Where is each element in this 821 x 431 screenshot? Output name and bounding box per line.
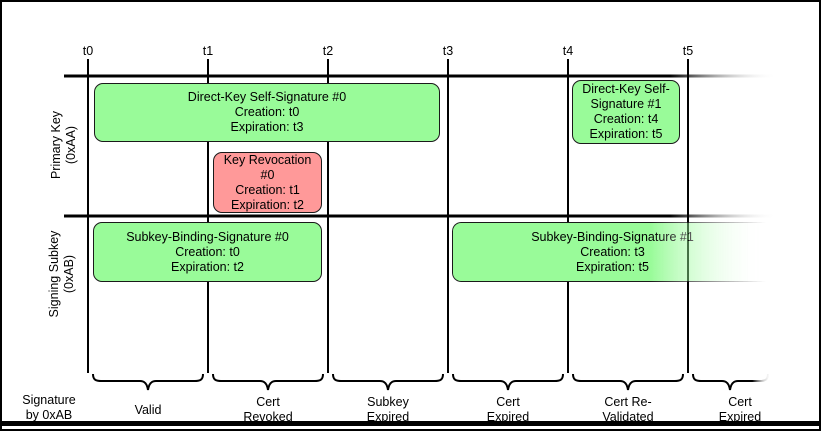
- tick-label-t3: t3: [442, 44, 454, 58]
- row-label-signing-subkey: Signing Subkey (0xAB): [46, 194, 78, 354]
- signature-box-subkey-binding-1: Subkey-Binding-Signature #1 Creation: t3…: [452, 222, 772, 282]
- signature-expiration: Expiration: t5: [576, 259, 649, 274]
- signature-title: Direct-Key Self-Signature #0: [187, 90, 347, 104]
- phase-brace-cert-revoked: [212, 373, 324, 391]
- phase-label-line: Cert Re-: [604, 395, 652, 409]
- phase-label-line: Cert: [728, 395, 752, 409]
- axis-caption-signature-by-0xab: Signature by 0xAB: [6, 393, 92, 423]
- phase-label-line: Valid: [134, 402, 162, 417]
- axis-caption-line: Signature: [22, 393, 76, 407]
- phase-label-line: Cert: [496, 395, 520, 409]
- phase-brace-cert-revalidated: [572, 373, 684, 391]
- phase-brace-subkey-expired: [332, 373, 444, 391]
- phase-label-cert-expired-2: Cert Expired: [685, 394, 795, 426]
- phase-label-cert-revoked: Cert Revoked: [213, 394, 323, 426]
- phase-label-cert-revalidated: Cert Re- Validated: [573, 394, 683, 426]
- phase-brace-cert-expired-1: [452, 373, 564, 391]
- tick-label-t2: t2: [322, 44, 334, 58]
- phase-brace-cert-expired-2: [692, 373, 769, 391]
- phase-label-cert-expired-1: Cert Expired: [453, 394, 563, 426]
- axis-caption-line: by 0xAB: [25, 408, 73, 422]
- signature-creation: Creation: t4: [593, 112, 659, 126]
- phase-label-line: Validated: [602, 410, 654, 424]
- signature-creation: Creation: t0: [234, 105, 300, 119]
- signature-title: Subkey-Binding-Signature #0: [126, 229, 289, 244]
- phase-label-line: Revoked: [243, 410, 293, 424]
- signature-creation: Creation: t0: [175, 244, 240, 259]
- phase-label-line: Cert: [256, 395, 280, 409]
- phase-label-valid: Valid: [93, 394, 203, 426]
- signature-box-direct-key-1: Direct-Key Self-Signature #1 Creation: t…: [572, 80, 680, 144]
- signature-creation: Creation: t3: [580, 244, 645, 259]
- signature-expiration: Expiration: t2: [231, 197, 304, 212]
- phase-label-subkey-expired: Subkey Expired: [333, 394, 443, 426]
- phase-label-line: Expired: [486, 410, 530, 424]
- signature-box-direct-key-0: Direct-Key Self-Signature #0 Creation: t…: [94, 83, 440, 142]
- row-label-line: (0xAB): [62, 254, 76, 294]
- signature-title: Subkey-Binding-Signature #1: [531, 229, 694, 244]
- row-label-line: Signing Subkey: [47, 230, 61, 318]
- signature-title: Direct-Key Self-Signature #1: [582, 82, 670, 111]
- phase-brace-valid: [92, 373, 204, 391]
- signature-expiration: Expiration: t3: [230, 120, 304, 134]
- phase-label-line: Subkey: [367, 395, 409, 409]
- signature-creation: Creation: t1: [235, 182, 300, 197]
- bottom-border-bar: [2, 421, 819, 426]
- signature-box-subkey-binding-0: Subkey-Binding-Signature #0 Creation: t0…: [93, 222, 322, 282]
- tick-label-t1: t1: [202, 44, 214, 58]
- phase-label-line: Expired: [718, 410, 762, 424]
- signature-expiration: Expiration: t5: [589, 127, 663, 141]
- phase-label-line: Expired: [366, 410, 410, 424]
- tick-label-t4: t4: [562, 44, 574, 58]
- signature-title: Key Revocation #0: [223, 152, 312, 182]
- signature-expiration: Expiration: t2: [171, 259, 244, 274]
- tick-label-t0: t0: [82, 44, 94, 58]
- tick-label-t5: t5: [682, 44, 694, 58]
- revocation-box-key-revocation-0: Key Revocation #0 Creation: t1 Expiratio…: [213, 152, 322, 213]
